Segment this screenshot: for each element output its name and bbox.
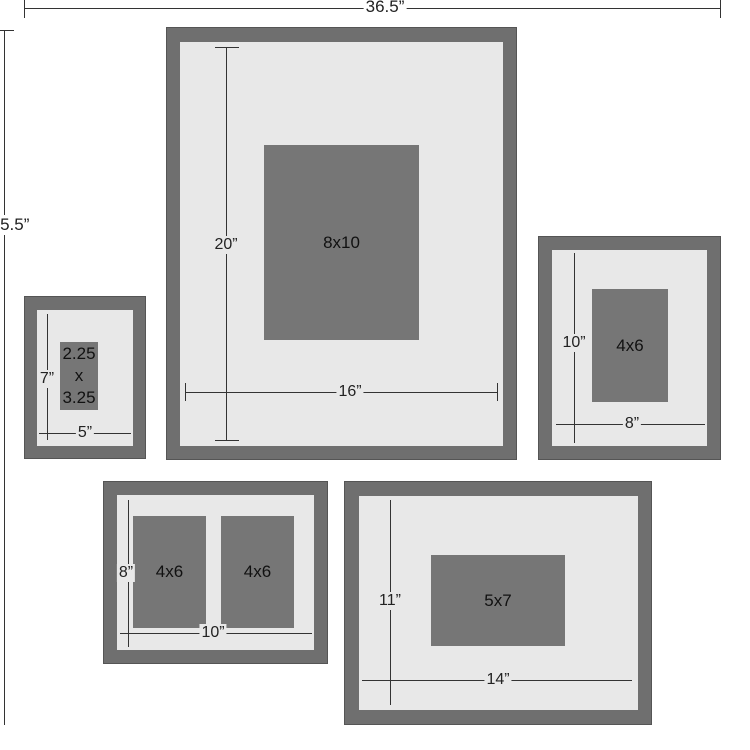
photo-opening: 5x7: [431, 555, 565, 646]
photo-opening: 4x6: [221, 516, 294, 628]
width-label: 16”: [336, 383, 364, 401]
photo-opening: 4x6: [592, 289, 668, 402]
photo-size-label: 4x6: [155, 562, 184, 581]
photo-opening: 4x6: [133, 516, 206, 628]
photo-opening: 8x10: [264, 145, 419, 340]
dimension-cap: [497, 383, 498, 401]
height-label: 10”: [560, 334, 588, 352]
photo-size-label: 3.25: [62, 388, 96, 407]
overall-width-label: 36.5”: [363, 0, 407, 17]
dimension-cap: [0, 30, 14, 31]
photo-size-label: 5x7: [484, 590, 512, 610]
dimension-cap: [215, 440, 239, 441]
dimension-cap: [720, 0, 721, 18]
photo-size-label: 2.25: [62, 344, 96, 363]
height-label: 7”: [37, 370, 57, 388]
frame-landscape: 5x7: [344, 481, 652, 725]
dimension-cap: [185, 383, 186, 401]
overall-height-line: [4, 30, 5, 725]
dimension-cap: [215, 47, 239, 48]
photo-size-label: x: [74, 366, 84, 385]
overall-height-label: 35.5”: [0, 215, 32, 235]
height-label: 20”: [212, 236, 240, 254]
dimension-cap: [24, 0, 25, 18]
width-label: 8”: [622, 415, 642, 433]
height-label: 11”: [377, 592, 403, 610]
height-label: 8”: [116, 564, 136, 582]
photo-size-label: 4x6: [616, 335, 644, 355]
photo-opening: 2.25 x 3.25: [60, 342, 98, 410]
photo-size-label: 8x10: [323, 232, 360, 252]
width-label: 10”: [199, 624, 227, 642]
width-label: 14”: [484, 671, 512, 689]
width-label: 5”: [75, 424, 95, 442]
photo-size-label: 4x6: [243, 562, 272, 581]
